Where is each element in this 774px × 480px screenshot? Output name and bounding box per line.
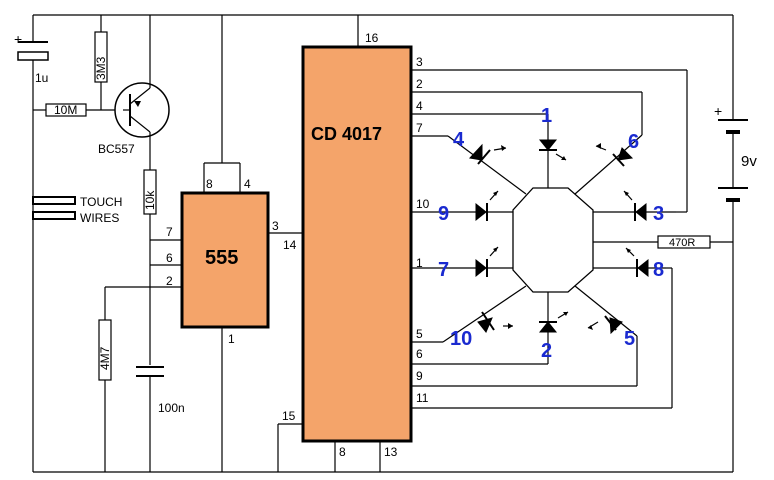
counter-name: CD 4017	[311, 124, 382, 144]
led-9: 9	[428, 190, 513, 225]
svg-text:4: 4	[416, 99, 423, 113]
led-2: 2	[538, 292, 569, 362]
svg-text:8: 8	[339, 445, 346, 459]
timer-name: 555	[205, 247, 238, 269]
svg-text:6: 6	[166, 251, 173, 265]
led-9-number: 9	[438, 203, 449, 225]
svg-text:1: 1	[416, 256, 423, 270]
counter-cd4017-chip: CD 4017 16 3 2 4 7 10 1 5 6 9 11 15 8 13…	[282, 31, 430, 459]
svg-text:3: 3	[272, 219, 279, 233]
led-1-number: 1	[541, 105, 552, 127]
led-7: 7	[428, 246, 513, 281]
led-5-number: 5	[624, 328, 635, 350]
cap-plus-sign: +	[14, 31, 22, 47]
svg-text:9: 9	[416, 369, 423, 383]
res-10k-label: 10k	[143, 190, 157, 210]
res-470r-label: 470R	[669, 237, 695, 249]
common-node-octagon: 470R	[512, 187, 733, 293]
led-7-number: 7	[438, 259, 449, 281]
led-6-number: 6	[628, 131, 639, 153]
resistor-10k: 10k	[143, 169, 157, 365]
led-5: 5	[574, 285, 638, 350]
svg-text:15: 15	[282, 409, 296, 423]
svg-text:14: 14	[283, 238, 297, 252]
battery-label: 9v	[741, 153, 757, 170]
svg-text:3: 3	[416, 55, 423, 69]
transistor-bc557: BC557	[98, 15, 170, 170]
capacitor-1u: + 1u	[14, 31, 49, 85]
touch-label: TOUCH	[80, 195, 122, 209]
resistor-10m: 10M	[33, 103, 123, 117]
svg-text:8: 8	[206, 177, 213, 191]
led-10-number: 10	[450, 328, 472, 350]
output-wires	[411, 69, 688, 409]
res-10m-label: 10M	[54, 103, 77, 117]
svg-text:1: 1	[228, 332, 235, 346]
resistor-4m7: 4M7	[98, 286, 150, 472]
wires-label: WIRES	[80, 211, 119, 225]
svg-text:6: 6	[416, 347, 423, 361]
svg-text:2: 2	[416, 77, 423, 91]
svg-text:10: 10	[416, 197, 430, 211]
battery-9v: + 9v	[714, 103, 757, 202]
led-3-number: 3	[653, 203, 664, 225]
led-4: 4	[447, 129, 527, 195]
led-3: 3	[593, 190, 676, 225]
timer-555-chip: 555 8 4 7 6 2 3 1	[166, 177, 279, 346]
battery-plus-sign: +	[714, 103, 722, 119]
svg-text:11: 11	[416, 391, 429, 405]
led-2-number: 2	[541, 340, 552, 362]
led-1: 1	[538, 105, 567, 188]
svg-text:16: 16	[365, 31, 379, 45]
timer-wiring	[150, 15, 303, 472]
svg-text:7: 7	[166, 225, 173, 239]
res-3m3-label: 3M3	[94, 56, 108, 80]
cap-1u-label: 1u	[35, 71, 48, 85]
svg-text:2: 2	[166, 274, 173, 288]
counter-wiring	[277, 15, 381, 472]
svg-text:7: 7	[416, 121, 423, 135]
touch-wires: TOUCH WIRES	[32, 195, 122, 225]
led-8-number: 8	[653, 259, 664, 281]
transistor-label: BC557	[98, 142, 135, 156]
svg-text:5: 5	[416, 327, 423, 341]
resistor-3m3: 3M3	[94, 15, 108, 110]
cap-100n-label: 100n	[158, 401, 185, 415]
led-6: 6	[574, 131, 643, 195]
led-8: 8	[593, 247, 666, 281]
led-4-number: 4	[453, 129, 465, 151]
svg-text:4: 4	[244, 177, 251, 191]
led-10: 10	[442, 285, 527, 350]
svg-text:13: 13	[384, 445, 398, 459]
capacitor-100n: 100n	[136, 366, 185, 472]
res-4m7-label: 4M7	[98, 346, 112, 370]
